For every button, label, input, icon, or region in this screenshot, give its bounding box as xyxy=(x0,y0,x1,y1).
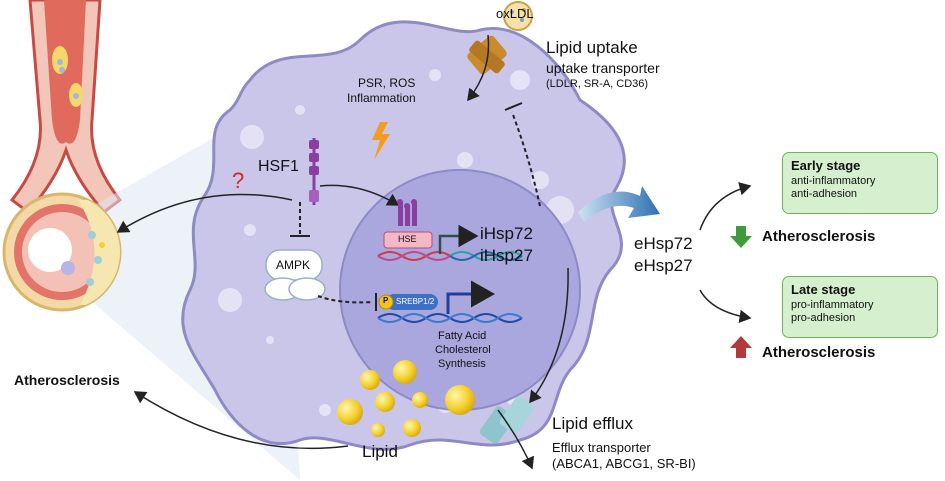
phosphate-icon xyxy=(378,294,394,310)
srebp-transcription-arrow xyxy=(446,280,495,314)
ehsp-release-arrow xyxy=(578,186,660,222)
srebp-box xyxy=(386,294,438,310)
ehsp27-label: eHsp27 xyxy=(634,256,693,275)
efflux-transporter-examples: (ABCA1, ABCG1, SR-BI) xyxy=(552,456,696,471)
early-stage-outcome: Atherosclerosis xyxy=(762,228,876,245)
oxldl-label: oxLDL xyxy=(496,6,534,21)
hse-label: HSE xyxy=(398,234,417,244)
oxldl-particle xyxy=(503,1,533,31)
ampk-label: AMPK xyxy=(276,258,311,272)
lipid-label: Lipid xyxy=(362,442,398,461)
synthesis-line3: Synthesis xyxy=(438,358,486,370)
down-arrow-icon xyxy=(730,226,752,248)
late-stage-title: Late stage xyxy=(791,282,856,297)
ihsp27-label: iHsp27 xyxy=(480,246,533,265)
lipid-droplets xyxy=(337,360,475,437)
late-stage-line2: pro-adhesion xyxy=(791,312,856,324)
artery-cross-section xyxy=(2,192,122,312)
hsp-transcription-arrow xyxy=(438,224,479,254)
early-stage-line2: anti-adhesion xyxy=(791,188,858,200)
to-late-stage-arrow xyxy=(699,289,752,324)
atherosclerosis-left-label: Atherosclerosis xyxy=(14,372,120,388)
synthesis-line2: Cholesterol xyxy=(435,344,491,356)
ampk-complex xyxy=(264,249,326,301)
dna-strand-hsp xyxy=(377,251,523,261)
artery-illustration xyxy=(9,0,123,215)
phosphate-label: P xyxy=(383,296,389,305)
stress-label-line2: Inflammation xyxy=(347,91,416,105)
ihsp72-label: iHsp72 xyxy=(480,224,533,243)
hsf1-trimer xyxy=(397,199,417,226)
hsp-to-efflux-arrow xyxy=(529,267,569,404)
hsf1-protein xyxy=(309,138,319,205)
uptake-inhibit-bar xyxy=(504,102,523,111)
efflux-transporter-label: Efflux transporter xyxy=(552,440,651,455)
lipid-to-atherosclerosis-arrow xyxy=(133,391,349,450)
stress-label-line1: PSR, ROS xyxy=(358,76,416,90)
ampk-to-srebp-line xyxy=(317,295,373,304)
up-arrow-icon xyxy=(730,336,752,358)
hsf1-to-hse-arrow xyxy=(319,184,400,206)
early-stage-title: Early stage xyxy=(791,158,861,173)
late-stage-line1: pro-inflammatory xyxy=(791,299,874,311)
late-stage-outcome: Atherosclerosis xyxy=(762,344,876,361)
lightning-icon xyxy=(372,122,390,160)
hse-box xyxy=(383,231,433,249)
ehsp72-label: eHsp72 xyxy=(634,234,693,253)
to-early-stage-arrow xyxy=(699,182,752,231)
uptake-arrow xyxy=(467,34,490,102)
efflux-arrow xyxy=(497,409,535,470)
lipid-efflux-label: Lipid efflux xyxy=(552,414,633,433)
question-mark: ? xyxy=(232,168,245,193)
early-stage-box: Early stage anti-inflammatory anti-adhes… xyxy=(782,152,938,214)
uptake-transporter-label: uptake transporter xyxy=(546,60,660,76)
lipid-uptake-label: Lipid uptake xyxy=(546,38,638,57)
late-stage-box: Late stage pro-inflammatory pro-adhesion xyxy=(782,276,938,338)
synthesis-line1: Fatty Acid xyxy=(438,330,487,342)
hsp-inhibit-uptake-line xyxy=(511,111,541,207)
hsf1-label: HSF1 xyxy=(258,158,299,175)
hsf1-to-artery-arrow xyxy=(116,193,293,233)
early-stage-line1: anti-inflammatory xyxy=(791,175,876,187)
srebp-label: SREBP1/2 xyxy=(396,297,435,306)
uptake-transporter-examples: (LDLR, SR-A, CD36) xyxy=(546,78,649,90)
dna-strand-srebp xyxy=(377,313,523,323)
